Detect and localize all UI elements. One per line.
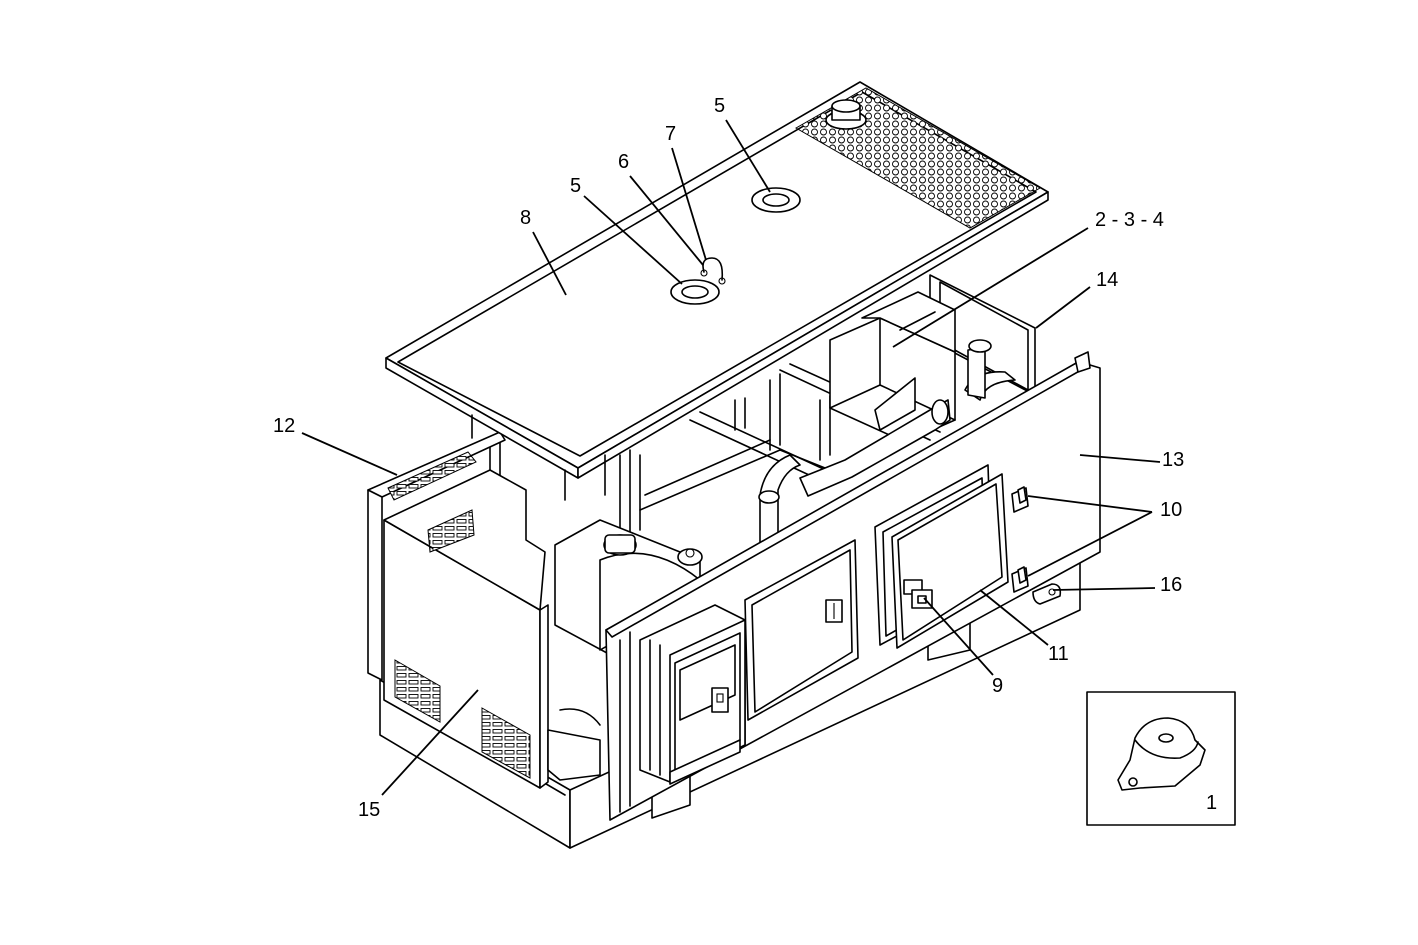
callout-9: 9: [992, 675, 1003, 697]
callout-2-3-4: 2 - 3 - 4: [1095, 209, 1164, 231]
callout-5-right: 5: [714, 95, 725, 117]
callout-13: 13: [1162, 449, 1184, 471]
callout-10: 10: [1160, 499, 1182, 521]
callout-12: 12: [273, 415, 295, 437]
callout-8: 8: [520, 207, 531, 229]
callout-1: 1: [1206, 792, 1217, 814]
callout-14: 14: [1096, 269, 1118, 291]
leader-lines: [301, 119, 1161, 796]
canopy-roof: [385, 81, 1049, 501]
callout-7: 7: [665, 123, 676, 145]
callout-5-left: 5: [570, 175, 581, 197]
callout-6: 6: [618, 151, 629, 173]
inset-mount-detail: [1086, 691, 1236, 826]
callout-16: 16: [1160, 574, 1182, 596]
callout-11: 11: [1048, 643, 1069, 665]
callout-labels: 8 5 6 7 5 2 - 3 - 4 14 12 13 10 16 11 9 …: [273, 95, 1217, 821]
callout-15: 15: [358, 799, 380, 821]
left-end-enclosure: [367, 431, 601, 789]
side-enclosure-panel: [605, 351, 1101, 821]
